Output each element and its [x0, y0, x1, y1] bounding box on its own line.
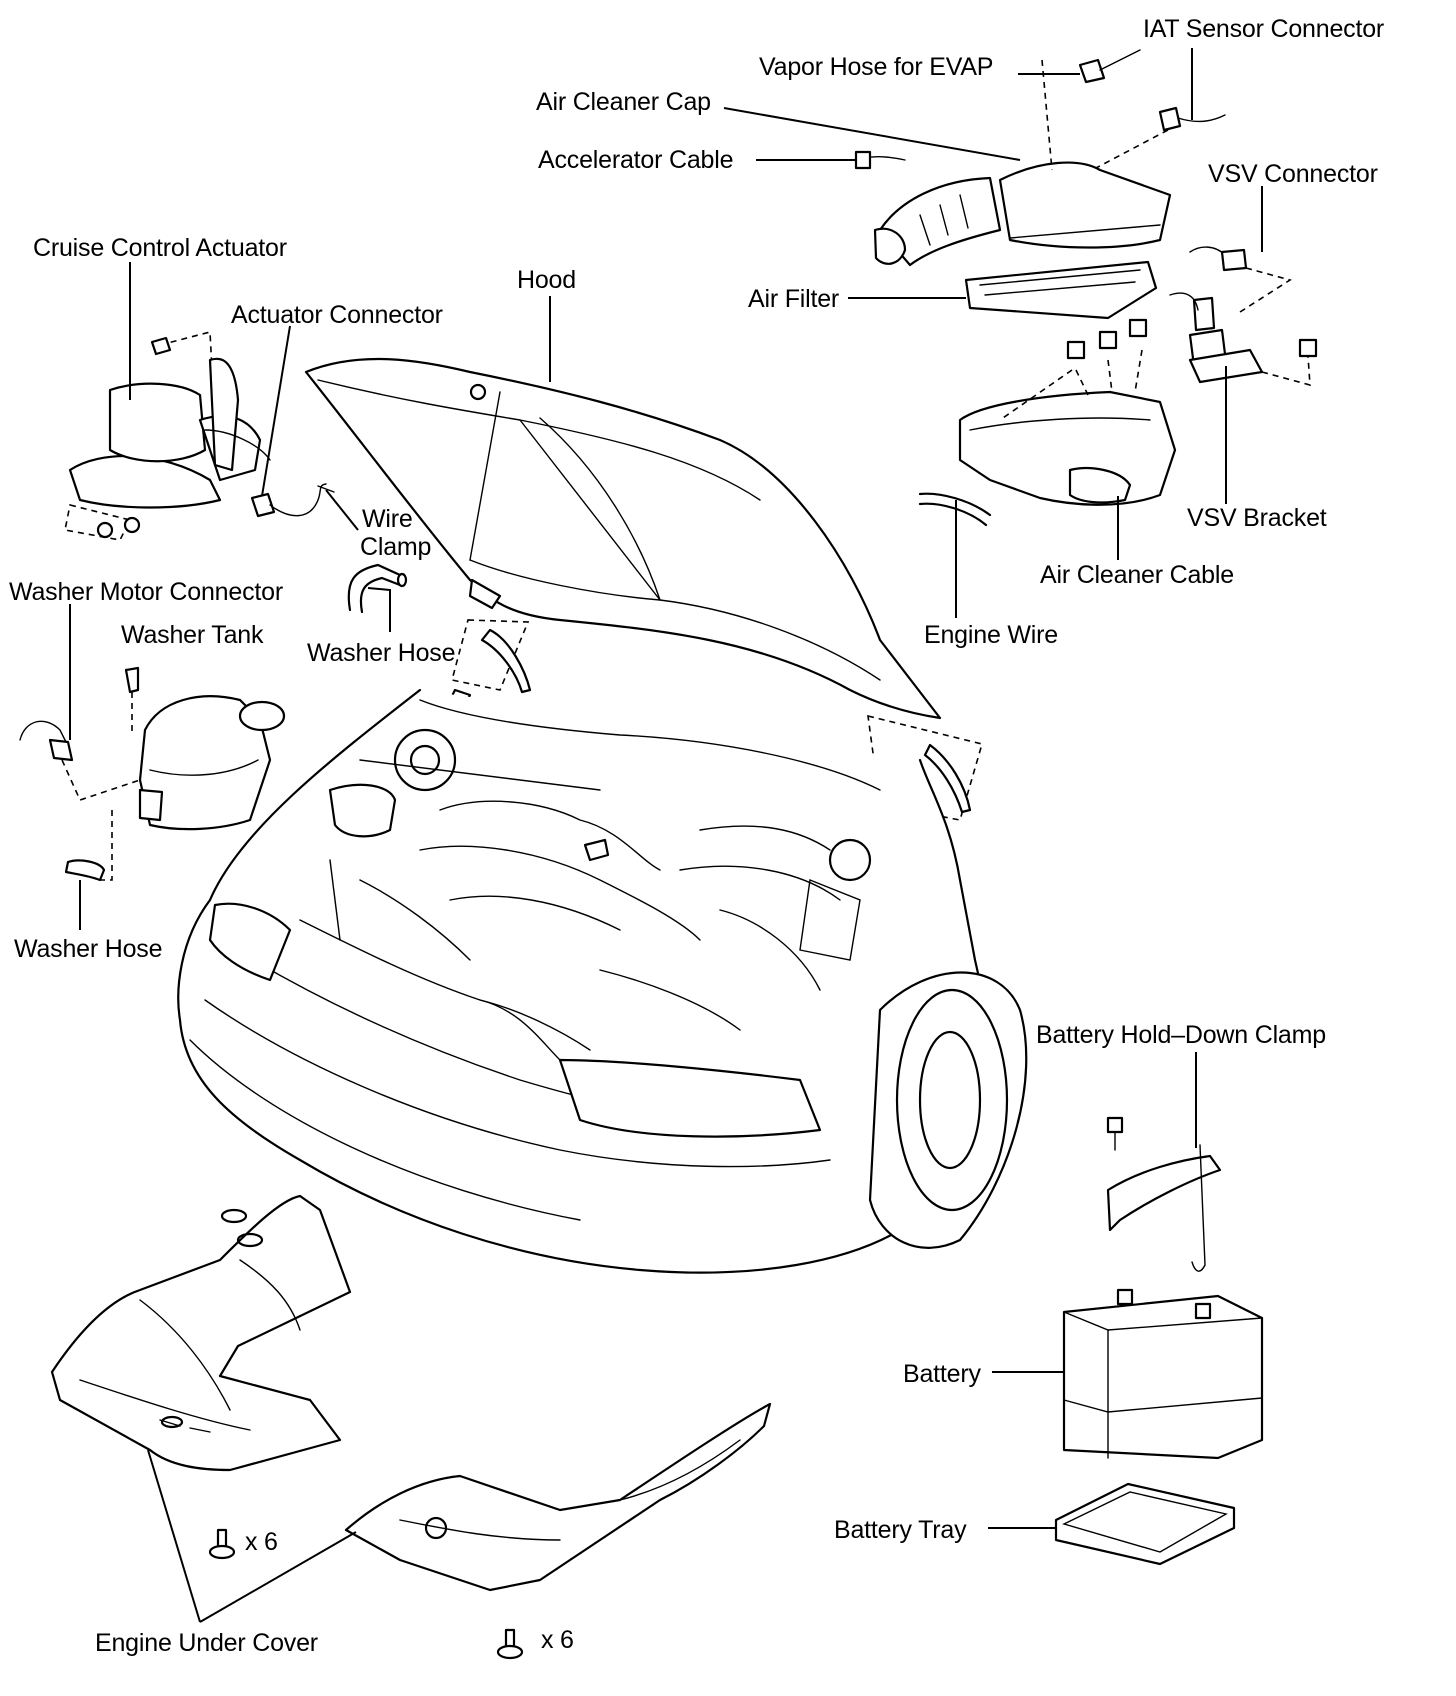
label-battery: Battery — [903, 1360, 981, 1388]
label-air-filter: Air Filter — [748, 285, 840, 313]
washer-hose-upper-drawing — [347, 563, 408, 614]
label-battery-hold-down-clamp: Battery Hold–Down Clamp — [1036, 1021, 1326, 1049]
washer-tank-drawing — [19, 666, 286, 882]
hood-drawing — [304, 357, 942, 720]
cruise-control-actuator-drawing — [64, 330, 271, 541]
label-hood: Hood — [517, 266, 576, 294]
engine-wire-drawing — [918, 492, 992, 527]
label-vsv-bracket: VSV Bracket — [1187, 504, 1327, 532]
label-iat-sensor-connector: IAT Sensor Connector — [1143, 15, 1385, 43]
label-engine-under-cover: Engine Under Cover — [95, 1629, 318, 1657]
label-bolt-qty-right: x 6 — [541, 1626, 574, 1654]
air-cleaner-cap-drawing — [854, 49, 1226, 267]
engine-under-cover-left-drawing — [50, 1194, 352, 1472]
label-air-cleaner-cable: Air Cleaner Cable — [1040, 561, 1234, 589]
battery-hold-down-clamp-drawing — [1106, 1116, 1222, 1272]
battery-drawing — [1062, 1288, 1264, 1460]
vsv-drawing — [1169, 246, 1318, 387]
label-wire-clamp-line2: Clamp — [360, 533, 432, 561]
vehicle-front-drawing — [177, 688, 1028, 1274]
label-cruise-control-actuator: Cruise Control Actuator — [33, 234, 287, 262]
label-battery-tray: Battery Tray — [834, 1516, 967, 1544]
engine-under-cover-right-drawing — [344, 1402, 772, 1592]
air-cleaner-case-drawing — [958, 318, 1177, 506]
air-filter-drawing — [964, 260, 1158, 320]
label-vsv-connector: VSV Connector — [1208, 160, 1378, 188]
actuator-connector-drawing — [250, 483, 335, 518]
label-actuator-connector: Actuator Connector — [231, 301, 443, 329]
label-washer-hose-upper: Washer Hose — [307, 639, 456, 667]
under-cover-bolts — [208, 1528, 524, 1660]
leader-lines — [69, 48, 1263, 1623]
label-washer-hose-lower: Washer Hose — [14, 935, 163, 963]
label-wire-clamp-line1: Wire — [362, 505, 413, 533]
label-air-cleaner-cap: Air Cleaner Cap — [536, 88, 711, 116]
label-washer-tank: Washer Tank — [121, 621, 264, 649]
label-vapor-hose-evap: Vapor Hose for EVAP — [759, 53, 994, 81]
label-bolt-qty-left: x 6 — [245, 1528, 278, 1556]
label-washer-motor-connector: Washer Motor Connector — [9, 578, 283, 606]
battery-tray-drawing — [1054, 1482, 1236, 1566]
label-engine-wire: Engine Wire — [924, 621, 1058, 649]
label-accelerator-cable: Accelerator Cable — [538, 146, 734, 174]
